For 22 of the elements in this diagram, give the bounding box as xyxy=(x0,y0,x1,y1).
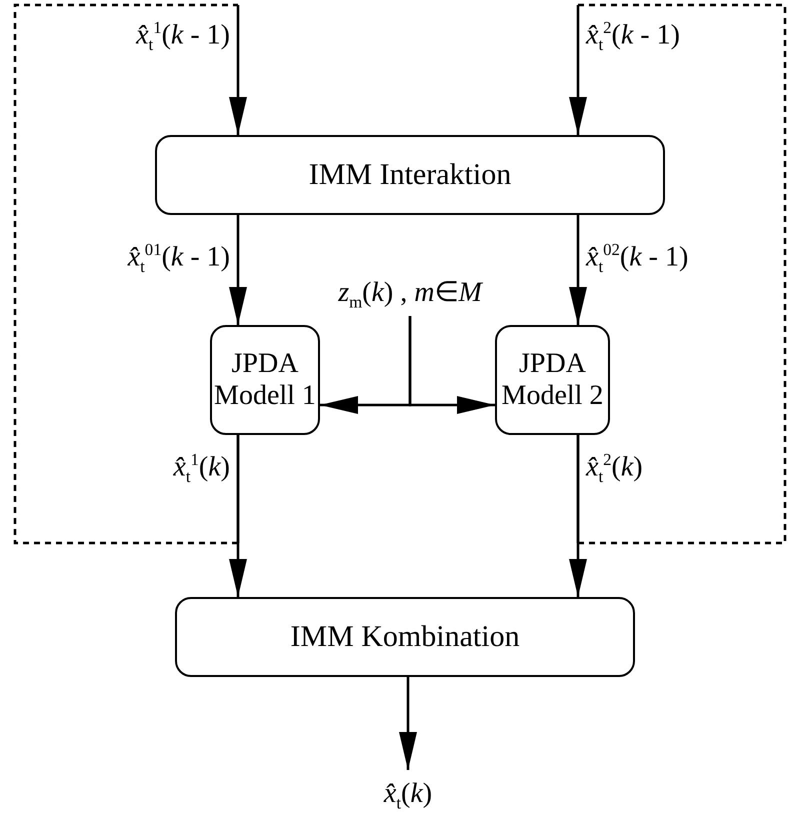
box-label: IMM Kombination xyxy=(290,620,520,654)
process-box xyxy=(155,135,665,215)
edge-label: x̂$_{t}$$^{2}$(k - 1) xyxy=(586,20,680,54)
box-label: JPDA Modell 1 xyxy=(213,348,317,412)
process-box xyxy=(495,325,610,435)
edge-label: x̂$_{t}$$^{1}$(k) xyxy=(173,452,230,486)
arrow xyxy=(229,215,247,325)
feedback-arrow xyxy=(569,4,786,544)
edge-label: x̂$_{t}$$^{2}$(k) xyxy=(586,452,643,486)
arrow xyxy=(408,316,495,414)
arrow xyxy=(399,677,417,770)
formula-label: z$_{m}$(k) , m∈M xyxy=(338,276,482,312)
arrow xyxy=(569,215,587,325)
edge-label: x̂$_{t}$$^{02}$(k - 1) xyxy=(586,242,688,276)
box-label: IMM Interaktion xyxy=(308,158,512,192)
box-label: JPDA Modell 2 xyxy=(500,348,604,412)
process-box xyxy=(210,325,320,435)
edge-label: x̂$_{t}$$^{01}$(k - 1) xyxy=(128,242,230,276)
formula-label: x̂$_{t}$(k) xyxy=(384,778,432,812)
edge-label: x̂$_{t}$$^{1}$(k - 1) xyxy=(136,20,230,54)
process-box xyxy=(175,597,635,677)
feedback-arrow xyxy=(14,4,247,544)
